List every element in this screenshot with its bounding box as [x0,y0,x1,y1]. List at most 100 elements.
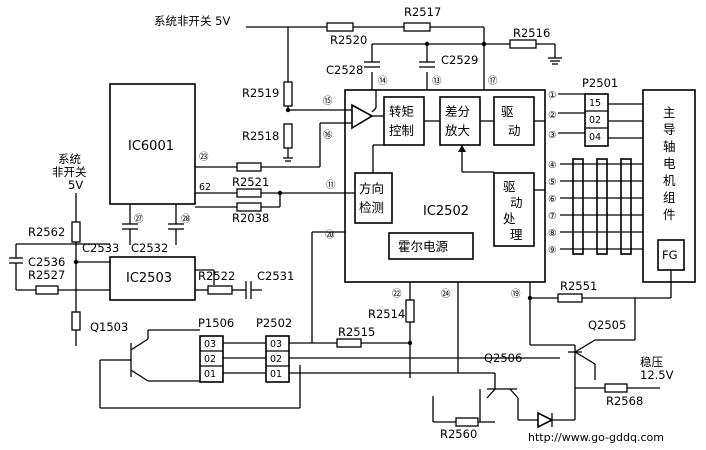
ic6001-block [109,83,196,205]
drive-proc-1: 驱 [503,179,516,194]
supply-left-3: 5V [68,178,83,192]
p2501-label: P2501 [582,76,618,90]
pin-r7: ⑦ [548,211,557,222]
motor-char-3: 轴 [663,139,676,154]
r2522-label: R2522 [198,269,235,283]
ic2502-block [344,89,546,283]
top-supply-wiring [246,26,562,162]
r2520-label: R2520 [330,33,367,47]
pin-r3: ③ [548,130,557,141]
r2568-resistor [604,383,628,393]
hall-power-label: 霍尔电源 [398,239,449,254]
r2562-lower-resistor [71,311,81,331]
q2506-transistor [432,373,538,423]
q1503-label: Q1503 [90,320,128,334]
ic2502-label: IC2502 [423,204,469,219]
r2515-label: R2515 [338,325,375,339]
r2517-resistor [403,22,431,32]
r2517-label: R2517 [404,5,441,19]
pin-16: ⑯ [323,130,333,141]
pin-r8: ⑧ [548,228,557,239]
r2560-label: R2560 [440,427,477,441]
pin-11: ⑪ [326,180,336,191]
r2527-label: R2527 [28,268,65,282]
r2519-resistor [283,81,293,107]
motor-char-5: 机 [663,173,676,188]
r2038-resistor [236,202,262,212]
p1506-label: P1506 [198,316,234,330]
drive-proc-4: 理 [510,227,523,242]
q1503-transistor [99,329,301,409]
pin-28: ㉘ [181,214,191,225]
ic2502-internal-wiring [345,90,545,191]
r2521-resistor [236,188,262,198]
r2568-label: R2568 [606,394,643,408]
lower-connector-columns [572,158,632,255]
q2505-label: Q2505 [588,318,626,332]
q2505-transistor [568,298,660,389]
ic2503-label: IC2503 [126,271,172,286]
c2531-label: C2531 [257,269,294,283]
p2502-pin-c: 01 [270,369,282,380]
junction-dots [73,41,533,346]
p2501-connector [584,93,609,147]
p2501-pin-c: 04 [589,132,601,143]
r2562-label: R2562 [28,225,65,239]
pin-20: ⑳ [325,230,335,241]
r2519-label: R2519 [242,86,279,100]
pin-27: ㉗ [134,214,144,225]
motor-char-2: 导 [663,122,676,137]
r2551-label: R2551 [560,279,597,293]
r2515-resistor [336,338,362,348]
c2533-label: C2533 [82,241,119,255]
pin-r9: ⑨ [548,245,557,256]
p1506-connector [199,335,224,383]
fg-label: FG [662,248,678,262]
motor-char-7: 件 [663,207,676,222]
diode-symbol [537,411,554,429]
diff-line1: 差分 [445,104,470,119]
p1506-pin-a: 03 [204,339,216,350]
direction-line1: 方向 [359,181,384,196]
drive-proc-2: 动 [510,195,523,210]
pin-r2: ② [548,110,557,121]
regulated-label-1: 稳压 [640,355,663,369]
pin-13: ⑬ [432,76,442,87]
p1506-pin-b: 02 [204,354,216,365]
r2516-resistor [509,39,537,49]
r2527-resistor [35,285,59,295]
pin-17: ⑰ [488,76,498,87]
motor-char-6: 组 [663,190,676,205]
r2038-label: R2038 [232,211,269,225]
p2502-label: P2502 [256,316,292,330]
c2528-label: C2528 [326,63,363,77]
ic2503-wiring [9,193,262,346]
r2521-a-resistor [236,162,262,172]
pin-r4: ④ [548,160,557,171]
r2522-resistor [207,285,233,295]
p2502-connector [265,335,290,383]
r2514-resistor [405,299,415,323]
p2501-pin-b: 02 [589,115,601,126]
c2536-label: C2536 [28,255,65,269]
c2532-label: C2532 [131,241,168,255]
regulated-label-2: 12.5V [640,368,674,382]
pin-19: ⑲ [511,289,521,300]
r2516-label: R2516 [513,26,550,40]
hall-power-block [388,232,474,260]
drive-line2: 动 [508,123,521,138]
opamp-triangle [351,103,374,130]
r2514-label: R2514 [368,307,405,321]
source-url: http://www.go-gddq.com [528,431,664,444]
spindle-motor-assembly [642,89,696,283]
r2518-label: R2518 [242,129,279,143]
ic6001-wiring [122,122,355,245]
c2529-label: C2529 [441,53,478,67]
supply-label-top: 系统非开关 5V [154,14,230,28]
pin-r6: ⑥ [548,194,557,205]
pin-22: ㉒ [392,289,402,300]
pin-23: ㉓ [199,152,209,163]
p1506-pin-c: 01 [204,369,216,380]
